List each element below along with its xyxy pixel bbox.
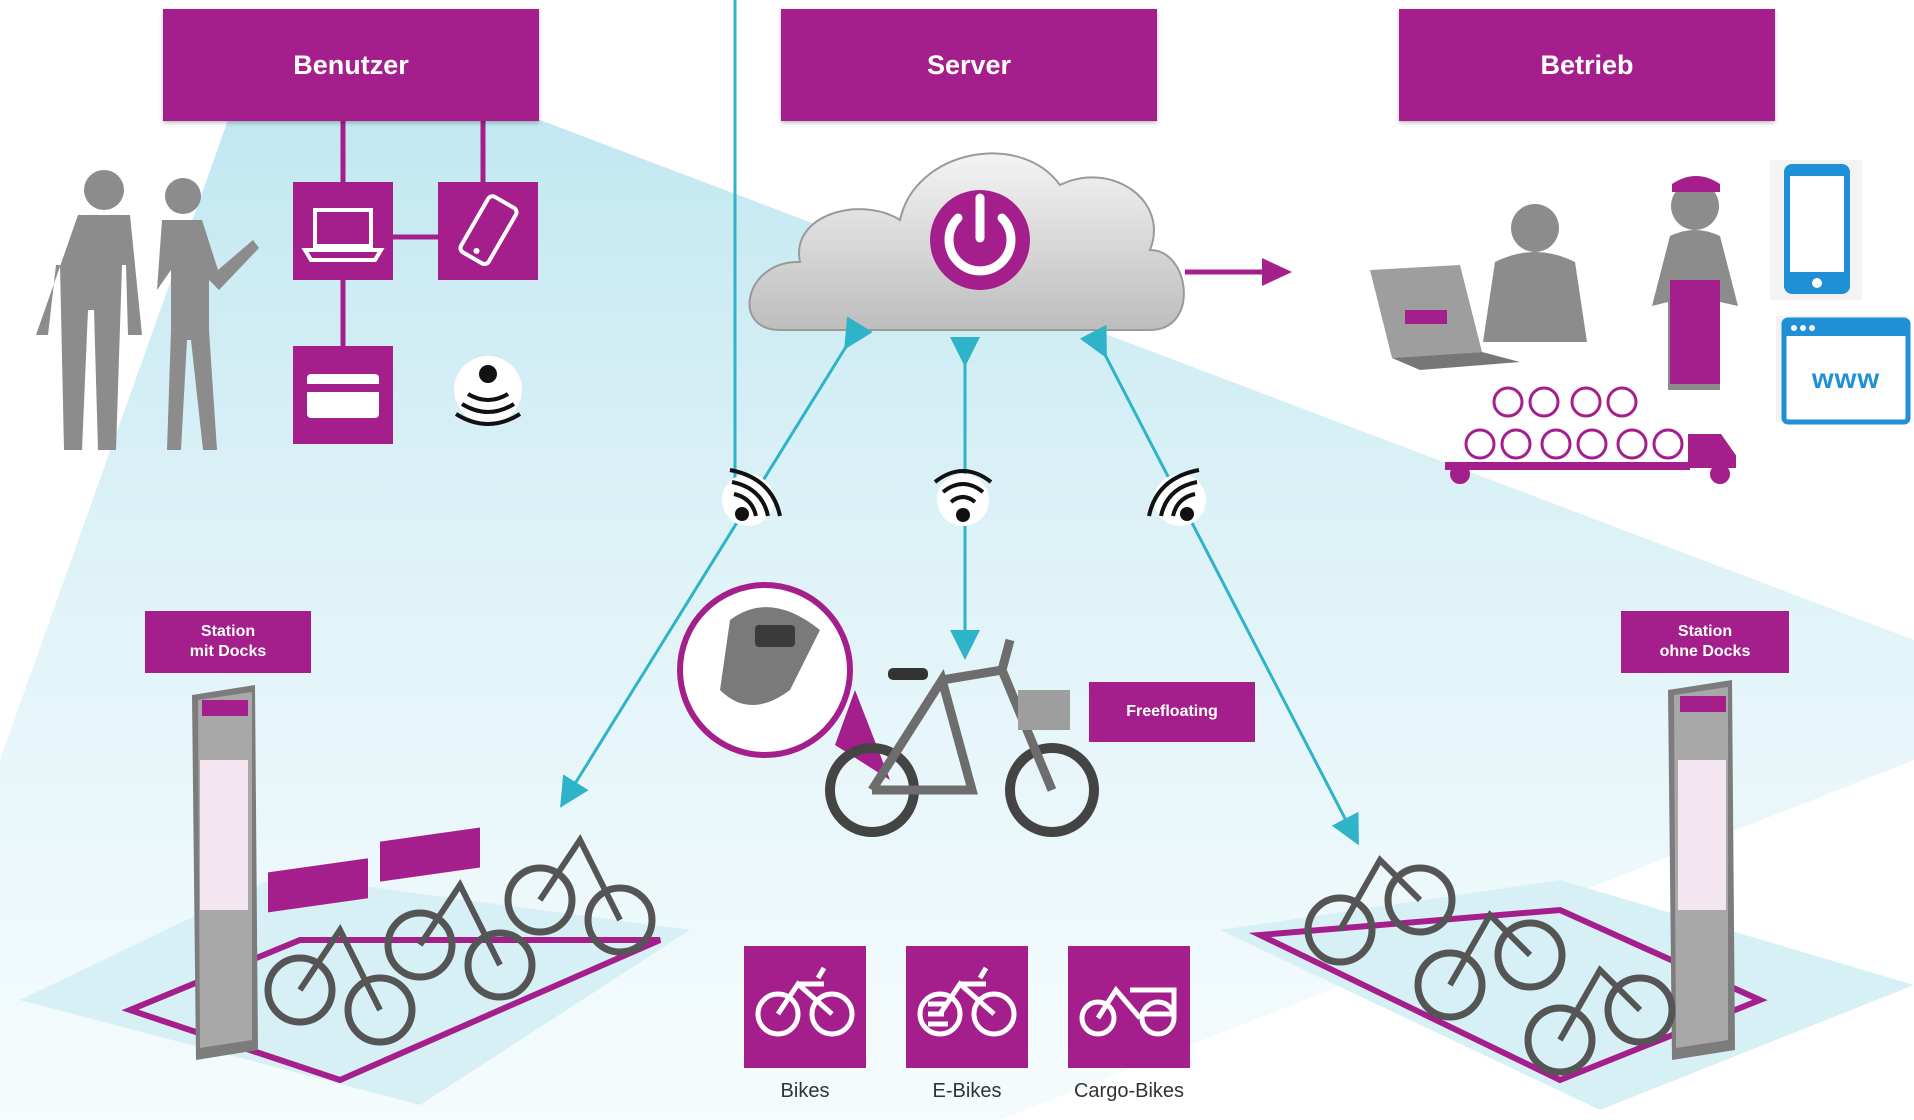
truck-icon [1445,386,1736,484]
docked-bikes-left [264,827,656,1046]
label-station-without-docks: Station ohne Docks [1621,611,1789,673]
caption-cargo-bikes: Cargo-Bikes [1073,1080,1185,1102]
wifi-icon [722,468,782,526]
station-terminal-right [1668,680,1735,1060]
mechanic-figure [1652,176,1738,390]
ebike-icon [906,946,1028,1068]
bike-icon [744,946,866,1068]
wifi-icon [933,469,993,526]
smartphone-icon [1770,160,1862,300]
header-server: Server [781,9,1157,121]
user-figures [36,170,259,450]
communication-arrows [560,0,1359,846]
power-icon [930,190,1030,290]
browser-www-text: www [1811,363,1881,394]
station-terminal-left [192,685,258,1060]
header-operation: Betrieb [1399,9,1775,121]
header-user: Benutzer [163,9,539,121]
card-icon [293,346,393,444]
cargo-bike-icon [1068,946,1190,1068]
caption-ebikes: E-Bikes [932,1080,1002,1102]
server-to-operation-arrow [1185,258,1292,286]
docked-bikes-right [1304,855,1676,1076]
caption-bikes: Bikes [780,1080,830,1102]
smartphone-icon [438,182,538,280]
operator-at-laptop [1370,204,1587,370]
browser-icon [1776,316,1911,425]
wifi-icon [1147,468,1206,526]
freefloating-bike [677,582,1099,837]
label-station-with-docks: Station mit Docks [145,611,311,673]
laptop-icon [293,182,393,280]
device-connectors [340,120,486,346]
station-floor-right [1220,880,1914,1110]
bluetooth-icon [454,356,522,426]
label-freefloating: Freefloating [1089,682,1255,742]
